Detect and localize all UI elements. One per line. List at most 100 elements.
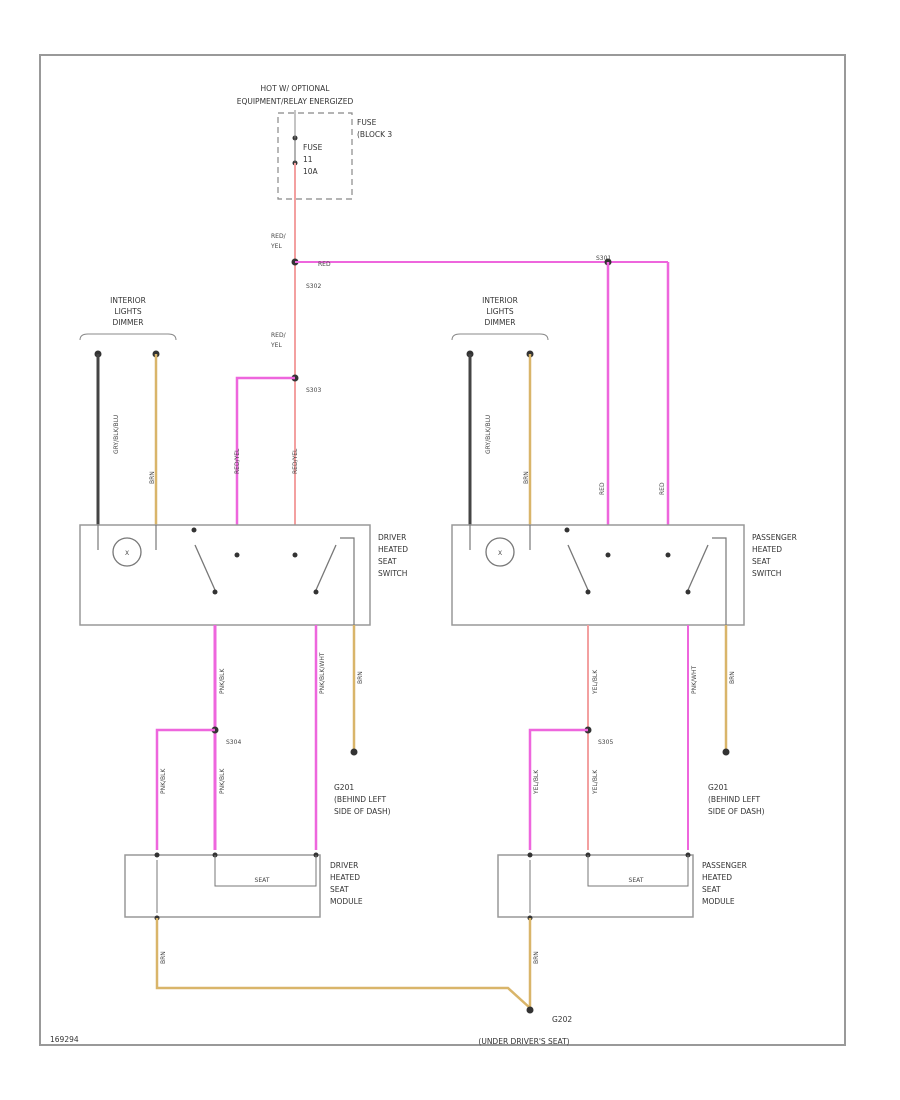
feed-to-passenger-label: RED xyxy=(318,261,331,268)
fuse-block-label-2: (BLOCK 3 xyxy=(357,130,392,139)
feed-2-label-2: YEL xyxy=(270,342,282,349)
driver-module-label-1: DRIVER xyxy=(330,861,358,870)
passenger-module-feed-label: YEL/BLK xyxy=(533,769,540,795)
passenger-ground-label-1: G201 xyxy=(708,783,728,792)
driver-lights-bracket xyxy=(79,333,177,341)
splice-s302-label: S302 xyxy=(306,283,321,290)
driver-feed-a xyxy=(235,376,295,525)
hot-label-line2: EQUIPMENT/RELAY ENERGIZED xyxy=(237,97,354,106)
fuse-label-3: 10A xyxy=(303,167,319,176)
driver-out-2-label: PNK/BLK/WHT xyxy=(319,652,326,694)
passenger-lights-label-3: DIMMER xyxy=(485,318,516,327)
passenger-switch-label-2: HEATED xyxy=(752,545,782,554)
passenger-out-1-label: YEL/BLK xyxy=(592,669,599,695)
passenger-switch-contact-1 xyxy=(564,527,570,533)
passenger-dimmer-wire-1-label: GRY/BLK/BLU xyxy=(485,415,492,454)
passenger-module-label-4: MODULE xyxy=(702,897,735,906)
driver-module-box xyxy=(124,854,321,918)
fuse-label-1: FUSE xyxy=(303,143,323,152)
driver-module-label-3: SEAT xyxy=(330,885,349,894)
driver-switch-label-1: DRIVER xyxy=(378,533,406,542)
passenger-lights-label-1: INTERIOR xyxy=(482,296,518,305)
fuse-label-2: 11 xyxy=(303,155,313,164)
driver-module-internal xyxy=(214,855,317,887)
driver-switch-pivot-1 xyxy=(212,589,218,595)
passenger-switch-box xyxy=(451,524,745,626)
passenger-switch-pivot-2 xyxy=(685,589,691,595)
passenger-lights-bracket xyxy=(451,333,549,341)
driver-lights-label-3: DIMMER xyxy=(113,318,144,327)
driver-g201-terminal xyxy=(350,748,358,756)
g202-location-label: (UNDER DRIVER'S SEAT) xyxy=(478,1037,569,1046)
passenger-feed-b-label: RED xyxy=(659,482,666,495)
passenger-feed-a-label: RED xyxy=(599,482,606,495)
driver-module-feed-label: PNK/BLK xyxy=(160,767,167,794)
driver-indicator-lamp xyxy=(112,537,142,567)
driver-feed-a-label: RED/YEL xyxy=(234,448,241,474)
passenger-out-2-label: PNK/WHT xyxy=(691,665,698,694)
splice-s305-label: S305 xyxy=(598,739,613,746)
splice-s303-label: S303 xyxy=(306,387,321,394)
passenger-module-ground-label: BRN xyxy=(533,951,540,964)
driver-switch-blade-2 xyxy=(315,544,337,591)
passenger-ground-label: BRN xyxy=(729,671,736,684)
diagram-frame xyxy=(39,54,846,1046)
driver-dimmer-wire-2-label: BRN xyxy=(149,471,156,484)
driver-switch-label-3: SEAT xyxy=(378,557,397,566)
passenger-module-label-3: SEAT xyxy=(702,885,721,894)
driver-switch-label-2: HEATED xyxy=(378,545,408,554)
passenger-switch-internal xyxy=(712,537,727,625)
g202-id-label: G202 xyxy=(552,1015,572,1024)
passenger-switch-label-3: SEAT xyxy=(752,557,771,566)
driver-ground-label-1: G201 xyxy=(334,783,354,792)
feed-2-label-1: RED/ xyxy=(271,332,287,339)
driver-module-label-4: MODULE xyxy=(330,897,363,906)
driver-switch-contact-1 xyxy=(191,527,197,533)
driver-ground-label-2: (BEHIND LEFT xyxy=(334,795,387,804)
driver-ground-label-3: SIDE OF DASH) xyxy=(334,807,391,816)
driver-switch-internal xyxy=(340,537,355,625)
main-feed-label-2: YEL xyxy=(270,243,282,250)
driver-out-1-label: PNK/BLK xyxy=(219,667,226,694)
fuse-block-box xyxy=(277,112,353,200)
hot-label-line1: HOT W/ OPTIONAL xyxy=(261,84,331,93)
splice-s301-label: S301 xyxy=(596,255,611,262)
driver-switch-box xyxy=(79,524,371,626)
passenger-module-feed-2-label: YEL/BLK xyxy=(592,769,599,795)
driver-module-feed-2-label: PNK/BLK xyxy=(219,767,226,794)
driver-switch-pivot-2 xyxy=(313,589,319,595)
passenger-switch-label-4: SWITCH xyxy=(752,569,781,578)
driver-lights-label-2: LIGHTS xyxy=(114,307,141,316)
g202-terminal xyxy=(526,1006,534,1014)
driver-dimmer-wire-1-label: GRY/BLK/BLU xyxy=(113,415,120,454)
passenger-lights-label-2: LIGHTS xyxy=(486,307,513,316)
driver-switch-label-4: SWITCH xyxy=(378,569,407,578)
diagram-id-label: 169294 xyxy=(50,1035,79,1044)
passenger-module-internal-label: SEAT xyxy=(629,877,644,884)
driver-switch-blade-1 xyxy=(194,544,216,591)
driver-module-ground-label: BRN xyxy=(160,951,167,964)
passenger-switch-blade-2 xyxy=(687,544,709,591)
passenger-g201-terminal xyxy=(722,748,730,756)
passenger-ground-label-2: (BEHIND LEFT xyxy=(708,795,761,804)
passenger-module-internal xyxy=(587,855,689,887)
passenger-switch-contact-3 xyxy=(665,552,671,558)
splice-s304-label: S304 xyxy=(226,739,241,746)
passenger-module-box xyxy=(497,854,694,918)
driver-module-ground xyxy=(155,918,531,1009)
passenger-switch-label-1: PASSENGER xyxy=(752,533,797,542)
passenger-module-label-1: PASSENGER xyxy=(702,861,747,870)
passenger-module-pin-1 xyxy=(527,852,533,858)
passenger-dimmer-wire-2-label: BRN xyxy=(523,471,530,484)
passenger-module-feed xyxy=(528,728,588,850)
passenger-switch-blade-1 xyxy=(567,544,589,591)
passenger-lamp-glyph: X xyxy=(498,550,502,557)
passenger-module-label-2: HEATED xyxy=(702,873,732,882)
driver-switch-contact-2 xyxy=(234,552,240,558)
driver-lamp-glyph: X xyxy=(125,550,129,557)
passenger-indicator-lamp xyxy=(485,537,515,567)
driver-module-label-2: HEATED xyxy=(330,873,360,882)
fuse-block-label-1: FUSE xyxy=(357,118,377,127)
driver-module-internal-label: SEAT xyxy=(255,877,270,884)
